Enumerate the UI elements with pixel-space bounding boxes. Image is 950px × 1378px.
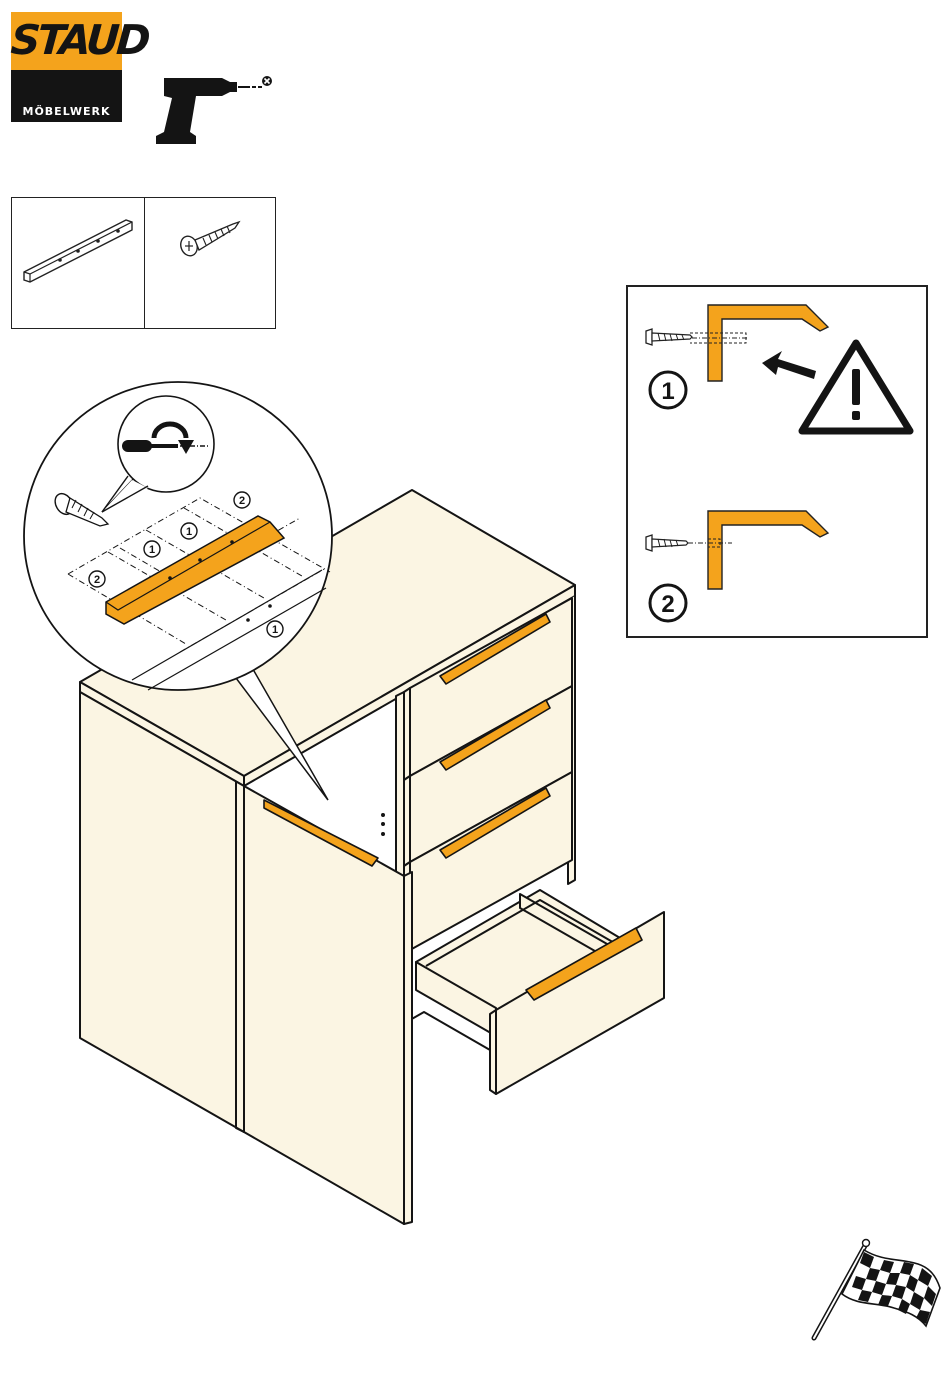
checkered-flag-icon: [814, 1240, 940, 1339]
hole-label-d: 2: [94, 574, 100, 586]
shelf-pin-holes: [381, 813, 385, 836]
hole-label-c: 1: [149, 544, 155, 556]
hole-label-e: 1: [272, 624, 278, 636]
hole-label-b: 1: [186, 526, 192, 538]
cabinet-door: [244, 786, 404, 1224]
hole-label-a: 2: [239, 495, 245, 507]
